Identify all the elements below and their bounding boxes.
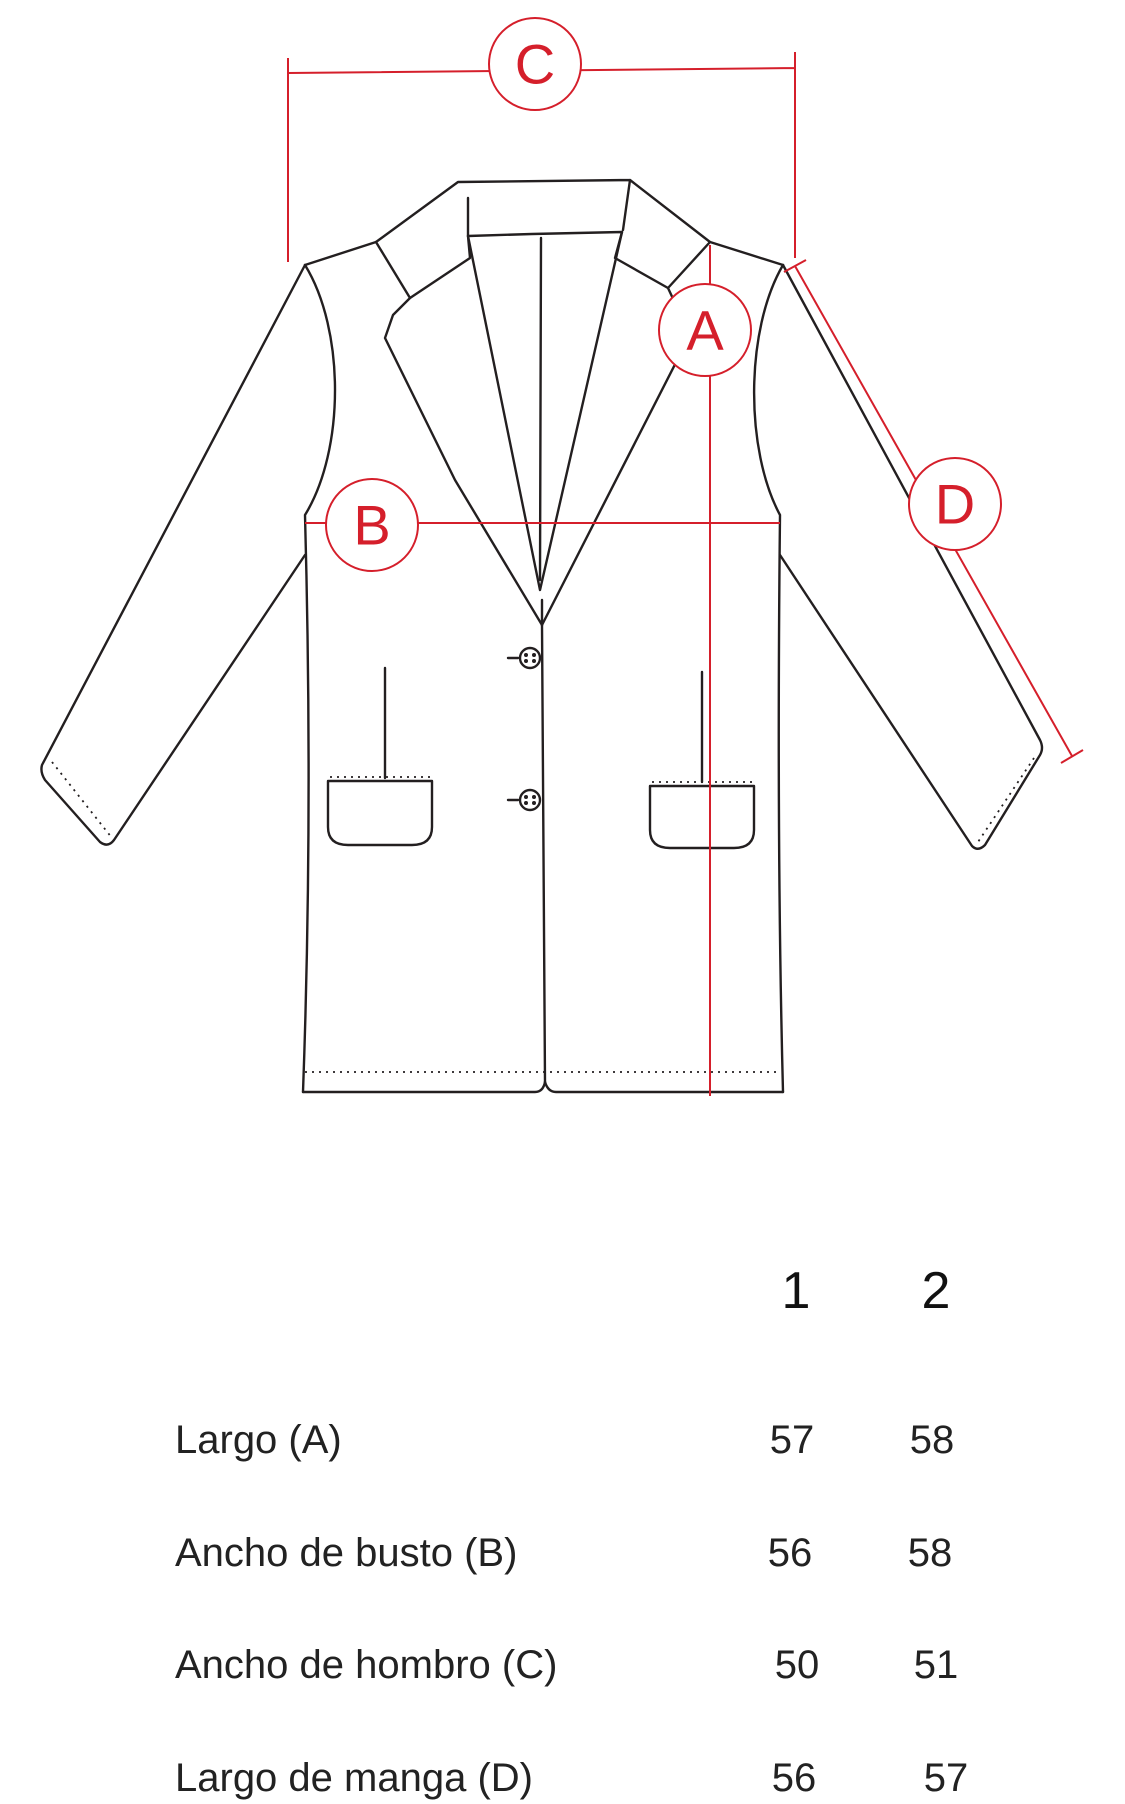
jacket-right-sleeve [778,263,1044,850]
row-label-largo: Largo (A) [175,1418,342,1462]
marker-d-label: D [935,473,975,536]
marker-c-label: C [515,33,555,96]
marker-a-label: A [686,299,724,362]
row-label-hombro: Ancho de hombro (C) [175,1643,558,1687]
jacket-left-cuff-stitch [51,761,113,839]
jacket-measurement-diagram: C A B D [40,17,1084,1096]
row-value-manga-1: 56 [771,1756,817,1800]
row-value-largo-1: 57 [769,1418,815,1462]
marker-b-label: B [353,494,390,557]
jacket-right-cuff-stitch [977,757,1035,843]
marker-a: A [658,283,752,377]
row-value-hombro-1: 50 [774,1643,820,1687]
jacket-left-lapel [383,296,544,627]
left-pocket-flap [326,779,434,847]
jacket-collar [374,178,712,290]
jacket-left-shoulder [303,240,378,267]
size-header-1: 1 [781,1262,811,1320]
row-value-hombro-2: 51 [913,1643,959,1687]
button-top [506,646,542,670]
measurement-lines [287,52,1084,1096]
row-label-manga: Largo de manga (D) [175,1756,533,1800]
jacket-right-side [752,263,785,1094]
jacket-collar-left [374,234,472,300]
size-header-2: 2 [921,1262,951,1320]
jacket-front-opening [540,623,547,1084]
right-pocket-flap [648,784,756,850]
marker-b: B [325,478,419,572]
row-value-manga-2: 57 [923,1756,969,1800]
jacket-neckline [466,230,624,592]
marker-d: D [908,457,1002,551]
row-value-busto-1: 56 [767,1531,813,1575]
jacket-left-side [301,263,337,1094]
row-value-largo-2: 58 [909,1418,955,1462]
jacket-hem-left [301,1080,547,1094]
row-value-busto-2: 58 [907,1531,953,1575]
button-bottom [506,788,542,812]
jacket-center-back [538,236,543,582]
jacket-left-sleeve [40,263,307,846]
marker-c: C [488,17,582,111]
jacket-right-shoulder [708,240,785,267]
jacket-outline [40,178,1044,1094]
jacket-hem-right [543,1080,785,1094]
row-label-busto: Ancho de busto (B) [175,1531,518,1575]
